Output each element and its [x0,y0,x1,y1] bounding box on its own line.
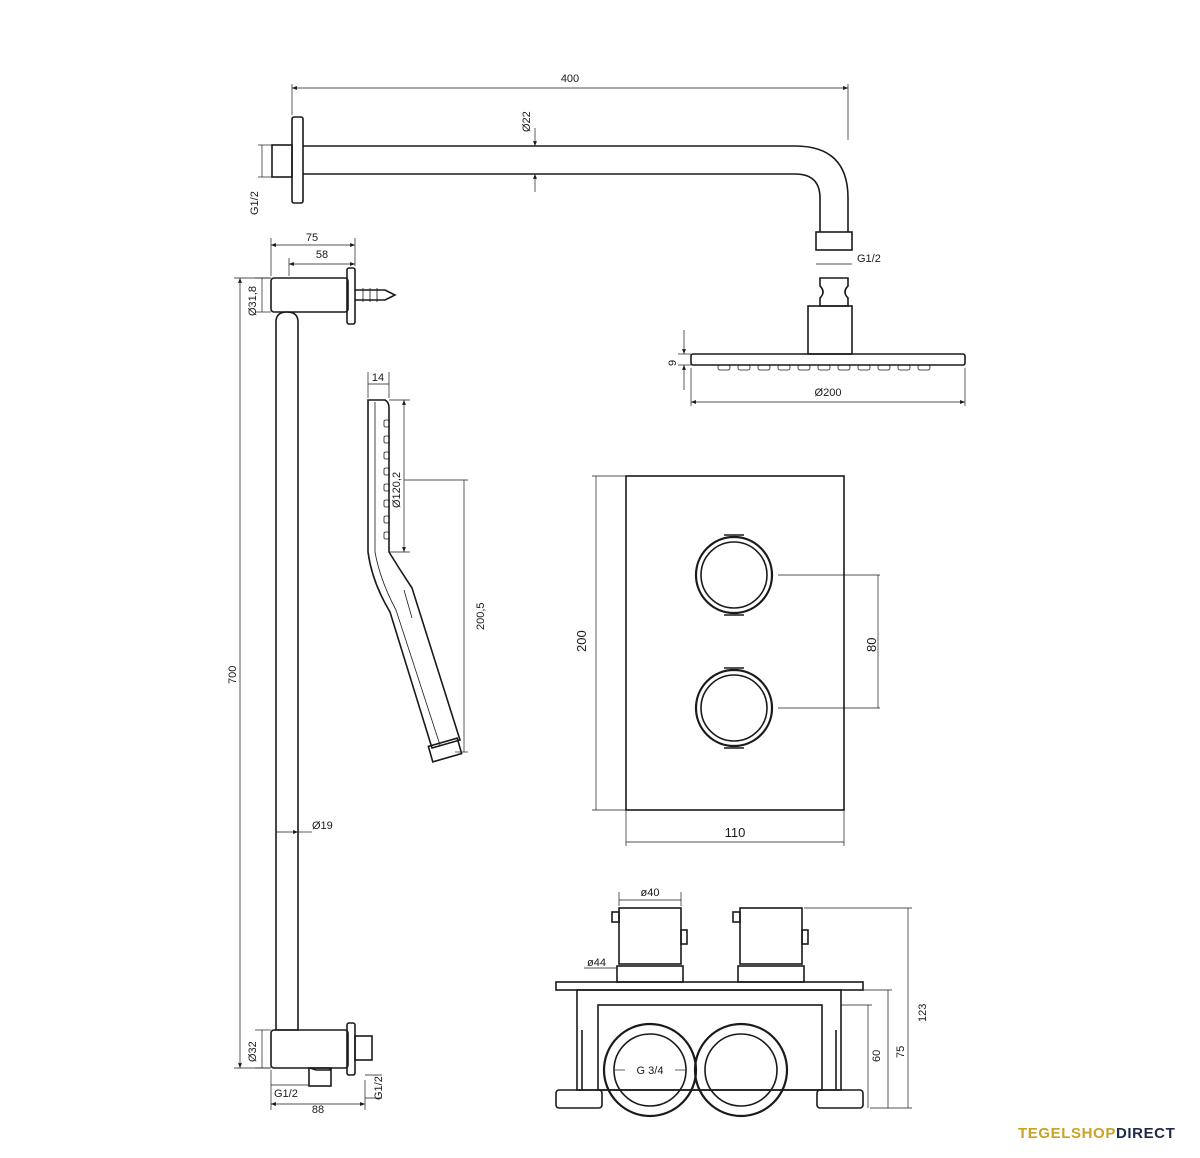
slide-rail-group: 75 58 Ø31,8 700 Ø19 Ø32 G1/2 G1/2 [227,232,397,1116]
top-screw [355,289,397,301]
front-plate [625,475,845,811]
label-knob-base-diameter: ø44 [587,957,606,969]
foot-left [555,1089,603,1109]
hand-shower-thread [427,737,463,763]
top-knob [694,535,774,615]
shower-arm-top [303,145,849,232]
label-box-depth: 75 [895,1046,907,1058]
top-wall-plate [346,267,356,325]
label-outlet-thread-left: G1/2 [274,1088,298,1100]
label-outlet-thread-right: G1/2 [373,1076,385,1100]
label-front-height: 200 [574,630,589,652]
label-head-thickness: 9 [667,360,679,366]
label-knob-top-diameter: ø40 [641,887,660,899]
side-knob-right [739,907,803,965]
label-arm-diameter: Ø22 [521,111,533,132]
bottom-knob [694,668,774,748]
thermostat-front-group: 200 110 80 [574,475,880,846]
thermostat-box-group: G 3/4 ø40 ø44 123 75 60 [555,887,929,1118]
brand-part-1: TEGEL [1018,1125,1072,1142]
bottom-bracket [270,1029,349,1069]
label-rail-length: 700 [227,666,239,684]
label-inlet-thread: G 3/4 [637,1065,664,1077]
label-total-depth: 123 [917,1004,929,1022]
hand-shower-body [367,399,462,749]
label-front-width: 110 [725,825,746,840]
hose-outlet [308,1067,332,1087]
bottom-outlet-thread [354,1035,373,1061]
foot-right [816,1089,864,1109]
hand-shower-group: 14 Ø120,2 200,5 [367,372,487,763]
label-hand-thickness: 14 [372,372,384,384]
inlet-right [693,1022,789,1118]
brand-part-3: DIRECT [1115,1125,1176,1142]
arm-thread [815,231,853,251]
label-arm-length: 400 [561,73,579,85]
top-bracket [270,277,349,313]
label-rail-width: 75 [306,232,318,244]
label-rail-diameter: Ø19 [312,820,333,832]
label-head-diameter: Ø200 [815,387,842,399]
label-head-thread: G1/2 [857,253,881,265]
brand-logo: TEGELSHOPDIRECT [1018,1125,1175,1142]
rain-shower-head-group: 9 Ø200 [667,277,966,406]
knob-base-left [616,965,684,983]
ball-joint [819,277,849,307]
wall-flange [291,116,304,204]
rail-tube [275,311,299,1031]
label-bracket-depth: 58 [316,249,328,261]
head-nozzles [717,364,931,371]
label-hand-length: 200,5 [475,602,487,630]
label-inlet-height: 60 [871,1050,883,1062]
shower-arm-bottom [303,173,821,232]
knob-base-right [737,965,805,983]
label-bottom-diameter: Ø32 [247,1041,259,1062]
brand-part-2: SHOP [1071,1125,1116,1142]
rain-shower-arm-group: 400 Ø22 G1/2 G1/2 [249,73,881,265]
hand-shower-nozzles [383,419,390,540]
label-bottom-width: 88 [312,1104,324,1116]
label-top-diameter: Ø31,8 [247,286,259,316]
wall-thread [271,144,293,178]
label-knob-spacing: 80 [864,638,879,652]
side-knob-left [618,907,682,965]
label-hand-head-diameter: Ø120,2 [391,472,403,508]
box-face-plate [555,981,864,991]
head-plate [690,353,966,366]
label-wall-thread: G1/2 [249,191,261,215]
head-neck [807,305,853,355]
